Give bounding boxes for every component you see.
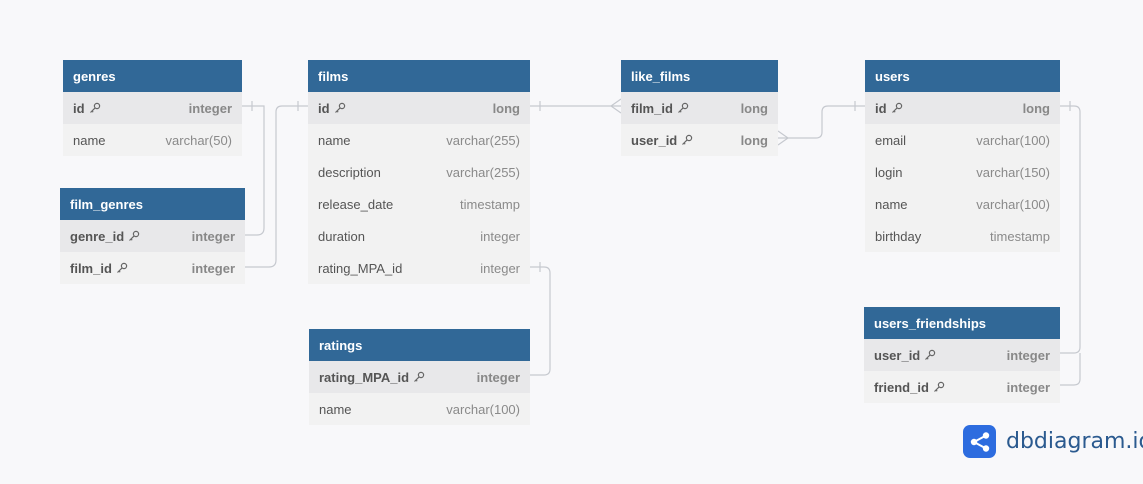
field-name: id (875, 100, 887, 116)
table-title[interactable]: film_genres (60, 188, 245, 220)
table-film-genres[interactable]: film_genres genre_id integer film_id int… (60, 188, 245, 284)
table-title[interactable]: ratings (309, 329, 530, 361)
field-name: email (875, 132, 907, 148)
field-type: integer (188, 100, 232, 116)
field-row[interactable]: login varchar(150) (865, 156, 1060, 188)
table-title[interactable]: films (308, 60, 530, 92)
field-row[interactable]: name varchar(100) (865, 188, 1060, 220)
field-row[interactable]: name varchar(50) (63, 124, 242, 156)
field-name: id (73, 100, 85, 116)
field-row[interactable]: name varchar(255) (308, 124, 530, 156)
field-type: long (740, 132, 768, 148)
field-type: varchar(255) (446, 164, 520, 180)
rel-users-friendships (1060, 105, 1081, 354)
field-type: varchar(255) (446, 132, 520, 148)
key-icon (116, 262, 128, 273)
field-row[interactable]: rating_MPA_id integer (308, 252, 530, 284)
field-name: name (875, 196, 908, 212)
field-name: birthday (875, 228, 922, 244)
table-title[interactable]: users_friendships (864, 307, 1060, 339)
field-name: name (318, 132, 351, 148)
field-row[interactable]: release_date timestamp (308, 188, 530, 220)
rel-films-like-many-marker (609, 98, 622, 114)
table-title[interactable]: like_films (621, 60, 778, 92)
brand-logo[interactable]: dbdiagram.io (963, 425, 1143, 458)
key-icon (682, 134, 693, 145)
field-name: user_id (631, 132, 678, 148)
field-name: name (319, 401, 352, 417)
rel-ratings-films (530, 266, 551, 376)
field-type: varchar(100) (446, 401, 520, 417)
rel-users-friend (1060, 353, 1081, 386)
field-row[interactable]: birthday timestamp (865, 220, 1060, 252)
table-ratings[interactable]: ratings rating_MPA_id integer name varch… (309, 329, 530, 425)
field-name: description (318, 164, 381, 180)
field-name: id (318, 100, 330, 116)
rel-like-many-marker (777, 130, 790, 146)
field-type: long (492, 100, 520, 116)
field-type: integer (191, 260, 235, 276)
rel-genres-film-genres (242, 105, 265, 236)
key-icon (414, 371, 425, 382)
key-icon (891, 102, 902, 113)
field-type: integer (191, 228, 235, 244)
field-name: friend_id (874, 379, 929, 395)
table-title[interactable]: genres (63, 60, 242, 92)
field-type: long (1022, 100, 1050, 116)
field-row[interactable]: film_id long (621, 92, 778, 124)
rel-films-film-genres (245, 105, 308, 268)
field-type: varchar(150) (976, 164, 1050, 180)
field-name: login (875, 164, 903, 180)
field-row[interactable]: friend_id integer (864, 371, 1060, 403)
field-row[interactable]: id long (308, 92, 530, 124)
field-name: film_id (70, 260, 112, 276)
field-row[interactable]: user_id integer (864, 339, 1060, 371)
field-type: timestamp (990, 228, 1050, 244)
table-like-films[interactable]: like_films film_id long user_id long (621, 60, 778, 156)
field-row[interactable]: genre_id integer (60, 220, 245, 252)
key-icon (677, 102, 689, 113)
table-films[interactable]: films id long name varchar(255) descript… (308, 60, 530, 284)
brand-name: dbdiagram.io (1006, 429, 1143, 454)
field-row[interactable]: duration integer (308, 220, 530, 252)
field-type: integer (480, 260, 520, 276)
field-row[interactable]: name varchar(100) (309, 393, 530, 425)
table-users-friendships[interactable]: users_friendships user_id integer friend… (864, 307, 1060, 403)
field-name: release_date (318, 196, 394, 212)
field-row[interactable]: film_id integer (60, 252, 245, 284)
field-row[interactable]: rating_MPA_id integer (309, 361, 530, 393)
field-row[interactable]: description varchar(255) (308, 156, 530, 188)
table-genres[interactable]: genres id integer name varchar(50) (63, 60, 242, 156)
key-icon (925, 349, 936, 360)
field-row[interactable]: id long (865, 92, 1060, 124)
field-type: integer (476, 369, 520, 385)
field-row[interactable]: user_id long (621, 124, 778, 156)
field-type: integer (480, 228, 520, 244)
field-type: varchar(100) (976, 132, 1050, 148)
field-row[interactable]: email varchar(100) (865, 124, 1060, 156)
field-row[interactable]: id integer (63, 92, 242, 124)
field-name: rating_MPA_id (318, 260, 403, 276)
field-name: name (73, 132, 106, 148)
field-type: integer (1006, 379, 1050, 395)
field-type: varchar(50) (165, 132, 232, 148)
field-name: film_id (631, 100, 673, 116)
key-icon (129, 230, 140, 241)
key-icon (334, 102, 345, 113)
field-name: duration (318, 228, 365, 244)
field-name: genre_id (70, 228, 125, 244)
key-icon (89, 102, 100, 113)
table-title[interactable]: users (865, 60, 1060, 92)
field-type: varchar(100) (976, 196, 1050, 212)
key-icon (933, 381, 945, 392)
field-name: user_id (874, 347, 921, 363)
field-name: rating_MPA_id (319, 369, 410, 385)
rel-users-like-films (778, 105, 865, 139)
field-type: long (740, 100, 768, 116)
field-type: timestamp (460, 196, 520, 212)
field-type: integer (1006, 347, 1050, 363)
dbdiagram-logo-icon (963, 425, 996, 458)
table-users[interactable]: users id long email varchar(100) login v… (865, 60, 1060, 252)
